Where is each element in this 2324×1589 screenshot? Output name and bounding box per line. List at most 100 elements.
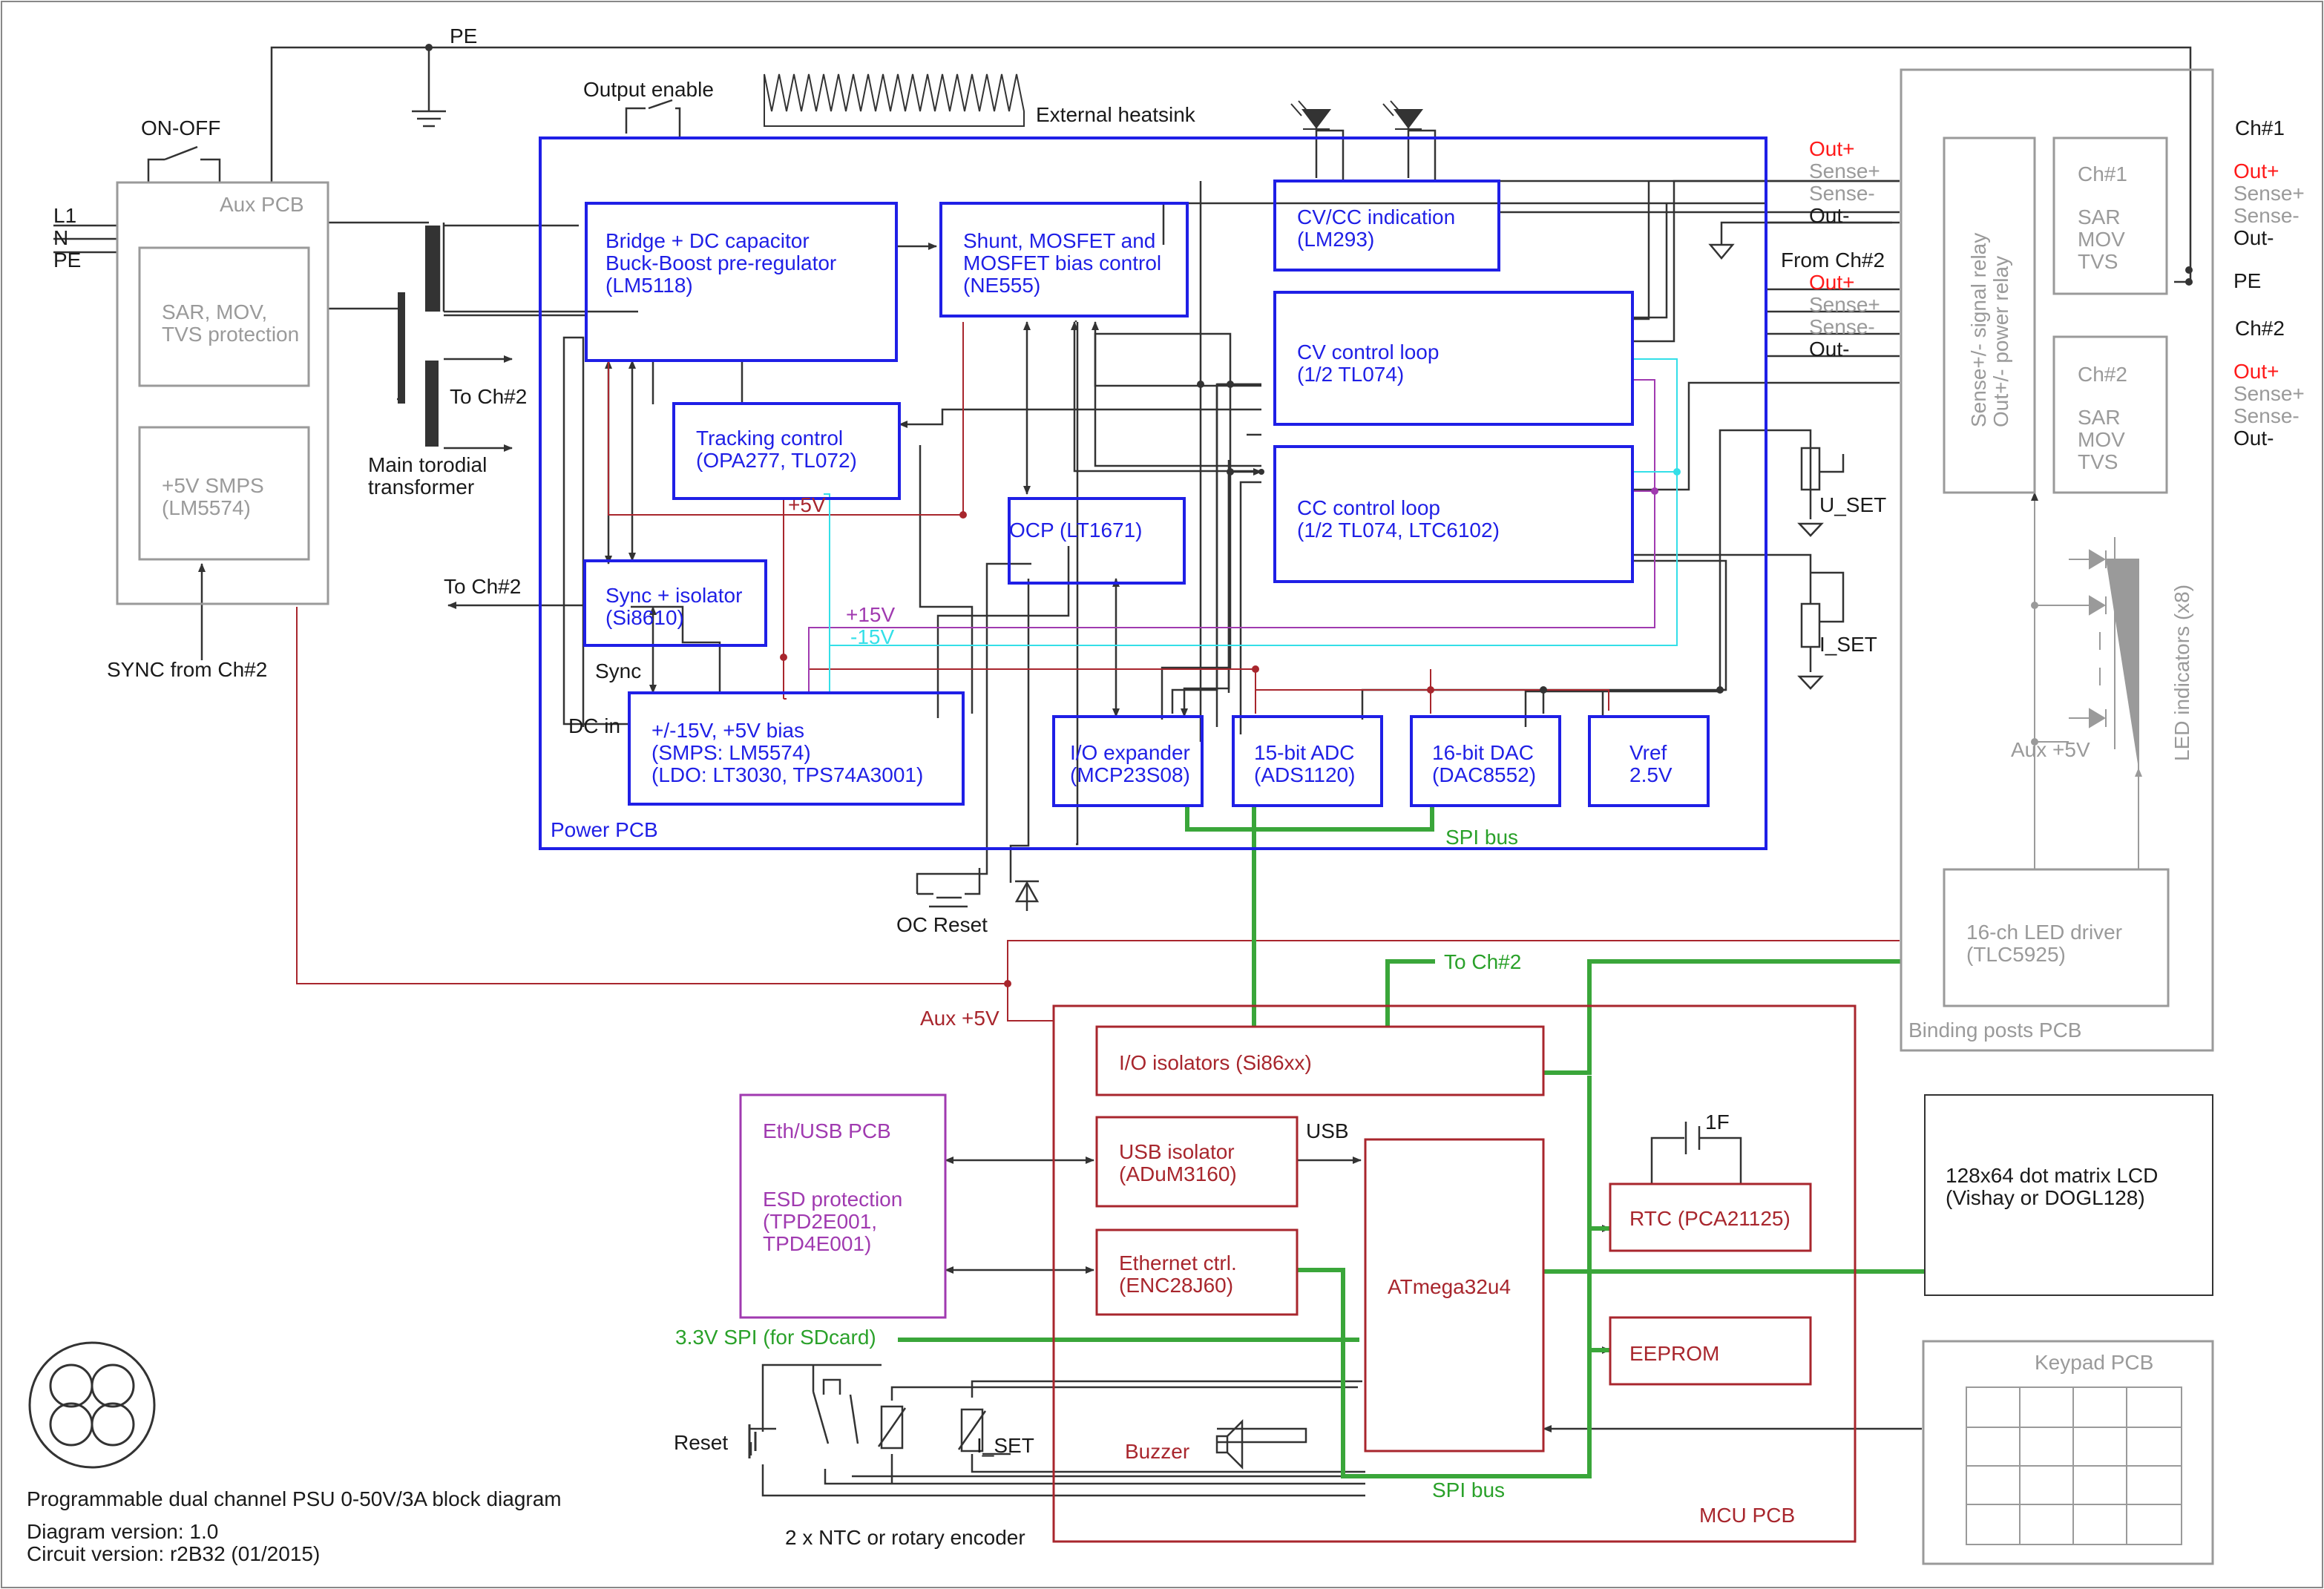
ch1-sense-plus: Sense+ (1809, 159, 1880, 182)
ntc-label: 2 x NTC or rotary encoder (785, 1526, 1025, 1549)
sync-label: Sync (595, 659, 641, 682)
signal-wires (53, 46, 2192, 1497)
mcu-to-ch2-label: To Ch#2 (1444, 950, 1521, 973)
pe-top-label: PE (450, 24, 477, 47)
transformer-label-line1: Main torodial (368, 453, 487, 476)
binding-ch1-sense-plus: Sense+ (2233, 182, 2305, 205)
binding-ch2-out-minus: Out- (2233, 427, 2274, 450)
i-set-label: I_SET (1819, 633, 1877, 656)
aux-smps-line1: +5V SMPS (162, 474, 264, 497)
led-indicators-label: LED indicators (x8) (2170, 585, 2193, 761)
binding-aux5v-label: Aux +5V (2011, 738, 2090, 761)
esd-line1: ESD protection (763, 1188, 902, 1211)
heatsink-icon (764, 73, 1025, 127)
logo-icon (28, 1341, 156, 1469)
bias-line2: (SMPS: LM5574) (651, 741, 811, 764)
transformer-core-icon (425, 226, 439, 312)
lcd-line2: (Vishay or DOGL128) (1946, 1186, 2145, 1209)
binding-pcb-title: Binding posts PCB (1908, 1019, 2081, 1042)
power-pcb-title: Power PCB (551, 818, 658, 841)
shunt-line1: Shunt, MOSFET and (963, 229, 1155, 252)
binding-ch1-sense-minus: Sense- (2233, 204, 2300, 227)
lcd-line1: 128x64 dot matrix LCD (1946, 1164, 2158, 1187)
reset-label: Reset (674, 1431, 728, 1454)
binding-ch2-sense-minus: Sense- (2233, 404, 2300, 427)
led-indicator-icon (2069, 549, 2139, 769)
lcd-module (1924, 1094, 2213, 1296)
sync-iso-line1: Sync + isolator (605, 584, 742, 607)
eth-usb-pcb (739, 1093, 947, 1319)
dac-line1: 16-bit DAC (1432, 741, 1534, 764)
ch1-prot-mov: MOV (2078, 228, 2125, 251)
binding-ch2-out-plus: Out+ (2233, 360, 2279, 383)
power-pcb (539, 136, 1767, 850)
output-enable-label: Output enable (583, 78, 714, 101)
usb-label: USB (1306, 1119, 1349, 1142)
binding-ch1-label: Ch#1 (2235, 116, 2285, 139)
ch2-prot-tvs: TVS (2078, 450, 2118, 473)
bridge-line1: Bridge + DC capacitor (605, 229, 810, 252)
binding-posts-pcb (1900, 68, 2214, 1052)
input-l1: L1 (53, 204, 76, 227)
ch2-in-sense-minus: Sense- (1809, 315, 1875, 338)
keypad-grid-icon (1966, 1386, 2182, 1545)
cv-loop-line2: (1/2 TL074) (1297, 363, 1404, 386)
circuit-version: Circuit version: r2B32 (01/2015) (27, 1542, 320, 1565)
cvcc-indication-line1: CV/CC indication (1297, 205, 1455, 228)
power-spi-bus-label: SPI bus (1445, 826, 1518, 849)
binding-wires (2031, 492, 2142, 869)
binding-ch1-out-plus: Out+ (2233, 159, 2279, 182)
on-off-label: ON-OFF (141, 116, 220, 139)
usb-iso-line1: USB isolator (1119, 1140, 1235, 1163)
diagram-version: Diagram version: 1.0 (27, 1520, 218, 1543)
aux5v-label: Aux +5V (920, 1007, 999, 1030)
rail-m15-label: -15V (850, 625, 894, 648)
esd-line2: (TPD2E001, (763, 1210, 877, 1233)
mcu-pcb (1052, 1004, 1857, 1543)
bottom-i-set-label: I_SET (976, 1434, 1034, 1457)
ch2-in-sense-plus: Sense+ (1809, 293, 1880, 316)
binding-ch2-sense-plus: Sense+ (2233, 382, 2305, 405)
keypad-pcb-title: Keypad PCB (2035, 1351, 2153, 1374)
dac-line2: (DAC8552) (1432, 763, 1536, 786)
usb-iso-line2: (ADuM3160) (1119, 1162, 1237, 1185)
bias-line3: (LDO: LT3030, TPS74A3001) (651, 763, 923, 786)
ch1-sense-minus: Sense- (1809, 182, 1875, 205)
aux-power-wires (296, 322, 1900, 1022)
tracking-line1: Tracking control (696, 427, 843, 450)
reset-button-icon (748, 1424, 757, 1458)
from-ch2-label: From Ch#2 (1781, 249, 1885, 272)
sync-iso-line2: (Si8610) (605, 606, 684, 629)
diagram-title: Programmable dual channel PSU 0-50V/3A b… (27, 1487, 562, 1510)
ch2-prot-sar: SAR (2078, 406, 2121, 429)
transformer-label-line2: transformer (368, 476, 474, 499)
bridge-line3: (LM5118) (605, 274, 693, 297)
vref-line2: 2.5V (1629, 763, 1673, 786)
adc-line2: (ADS1120) (1254, 763, 1355, 786)
ch1-prot-tvs: TVS (2078, 250, 2118, 273)
rail-5v-label: +5V (788, 493, 826, 516)
rail-p15-label: +15V (846, 603, 895, 626)
sync-from-ch2-label: SYNC from Ch#2 (107, 658, 267, 681)
aux-smps-line2: (LM5574) (162, 496, 251, 519)
aux-protection-line1: SAR, MOV, (162, 300, 267, 323)
ch1-prot-sar: SAR (2078, 205, 2121, 228)
esd-line3: TPD4E001) (763, 1232, 871, 1255)
power-to-ch2: To Ch#2 (444, 575, 521, 598)
spi-sdcard-label: 3.3V SPI (for SDcard) (675, 1326, 876, 1349)
rail-wires-plus15 (808, 379, 1655, 691)
ocp-label: OCP (LT1671) (1009, 519, 1142, 542)
mcu-chip-label: ATmega32u4 (1388, 1275, 1511, 1298)
relay-line1: Sense+/- signal relay (1967, 233, 1990, 427)
cv-loop-line1: CV control loop (1297, 340, 1439, 363)
input-n: N (53, 226, 68, 249)
input-pe: PE (53, 249, 81, 272)
eth-ctrl-line2: (ENC28J60) (1119, 1274, 1233, 1297)
relay-line2: Out+/- power relay (1989, 256, 2012, 427)
bias-line1: +/-15V, +5V bias (651, 719, 804, 742)
eth-usb-title: Eth/USB PCB (763, 1119, 891, 1142)
ch1-prot-title: Ch#1 (2078, 162, 2127, 185)
mcu-spi-bus-label: SPI bus (1432, 1478, 1505, 1501)
rtc-label: RTC (PCA21125) (1629, 1207, 1790, 1230)
